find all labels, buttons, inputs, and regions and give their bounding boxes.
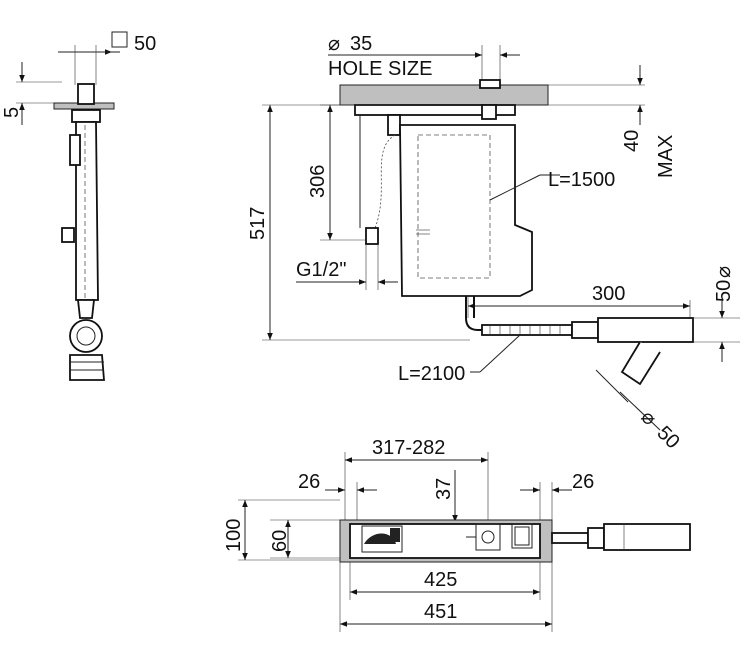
hole-size-label: HOLE SIZE (328, 58, 432, 80)
trap-ring (69, 319, 103, 353)
dim-26-right: 26 (572, 471, 594, 493)
dim-317-282: 317-282 (372, 437, 445, 459)
neck (76, 299, 96, 319)
outlet-pipe (603, 523, 691, 551)
side-view: 50 5 (1, 31, 156, 381)
trap-base (69, 354, 105, 381)
side-valve (61, 227, 75, 243)
y-branch (620, 341, 661, 386)
side-clip (69, 134, 81, 166)
corrugated-hose (481, 324, 573, 336)
overflow-inner (514, 526, 530, 546)
front-view: ⌀ 35 HOLE SIZE 40 MAX L=1500 (247, 33, 740, 453)
dim-square-50: 50 (134, 33, 156, 55)
side-body (75, 121, 99, 301)
dia-symbol: ⌀ (328, 33, 340, 55)
dim-451: 451 (424, 601, 457, 623)
valve-block (390, 528, 400, 542)
tap-hole (481, 530, 495, 544)
square-symbol (111, 31, 128, 48)
leader-line (479, 334, 521, 373)
dim-5: 5 (1, 107, 23, 118)
inner-tank (417, 134, 491, 279)
dia-symbol: ⌀ (713, 266, 735, 278)
dim-line-diag (595, 369, 629, 403)
float-valve (364, 533, 396, 544)
tap-stem (481, 104, 497, 120)
outlet-hose (551, 532, 589, 544)
outlet-coupling (587, 527, 605, 549)
tap-cap (479, 79, 501, 89)
bracket (354, 104, 516, 116)
dim-line-diag (619, 391, 661, 431)
dim-100: 100 (223, 519, 245, 552)
dim-517: 517 (247, 207, 269, 240)
valve-housing (361, 525, 403, 553)
dim-g12: G1/2" (296, 259, 346, 281)
leader-line (489, 174, 541, 201)
hose-coupling (571, 321, 599, 339)
drain-elbow (465, 296, 482, 331)
dim-l2100: L=2100 (398, 363, 465, 385)
cap (77, 83, 95, 105)
dim-60: 60 (269, 530, 291, 552)
dim-max-label: MAX (655, 135, 677, 178)
overflow (511, 523, 533, 549)
dim-300: 300 (592, 283, 625, 305)
inlet-valve (387, 114, 401, 136)
dim-dia50-a: 50 (713, 280, 735, 302)
cistern-body (399, 124, 533, 297)
countertop (339, 84, 549, 106)
dim-l1500: L=1500 (548, 169, 615, 191)
dim-26-left: 26 (298, 471, 320, 493)
inlet-connector (365, 227, 379, 245)
dim-dia-35: 35 (350, 33, 372, 55)
dim-40: 40 (621, 130, 643, 152)
collar (71, 109, 101, 123)
y-fitting (597, 317, 694, 343)
top-view: 317-282 26 37 26 1 (223, 437, 691, 632)
dim-306: 306 (307, 165, 329, 198)
dim-37: 37 (433, 478, 455, 500)
trap-inner (76, 326, 96, 346)
dim-425: 425 (424, 569, 457, 591)
hose-path (374, 134, 396, 229)
hose-ribs (489, 325, 561, 335)
